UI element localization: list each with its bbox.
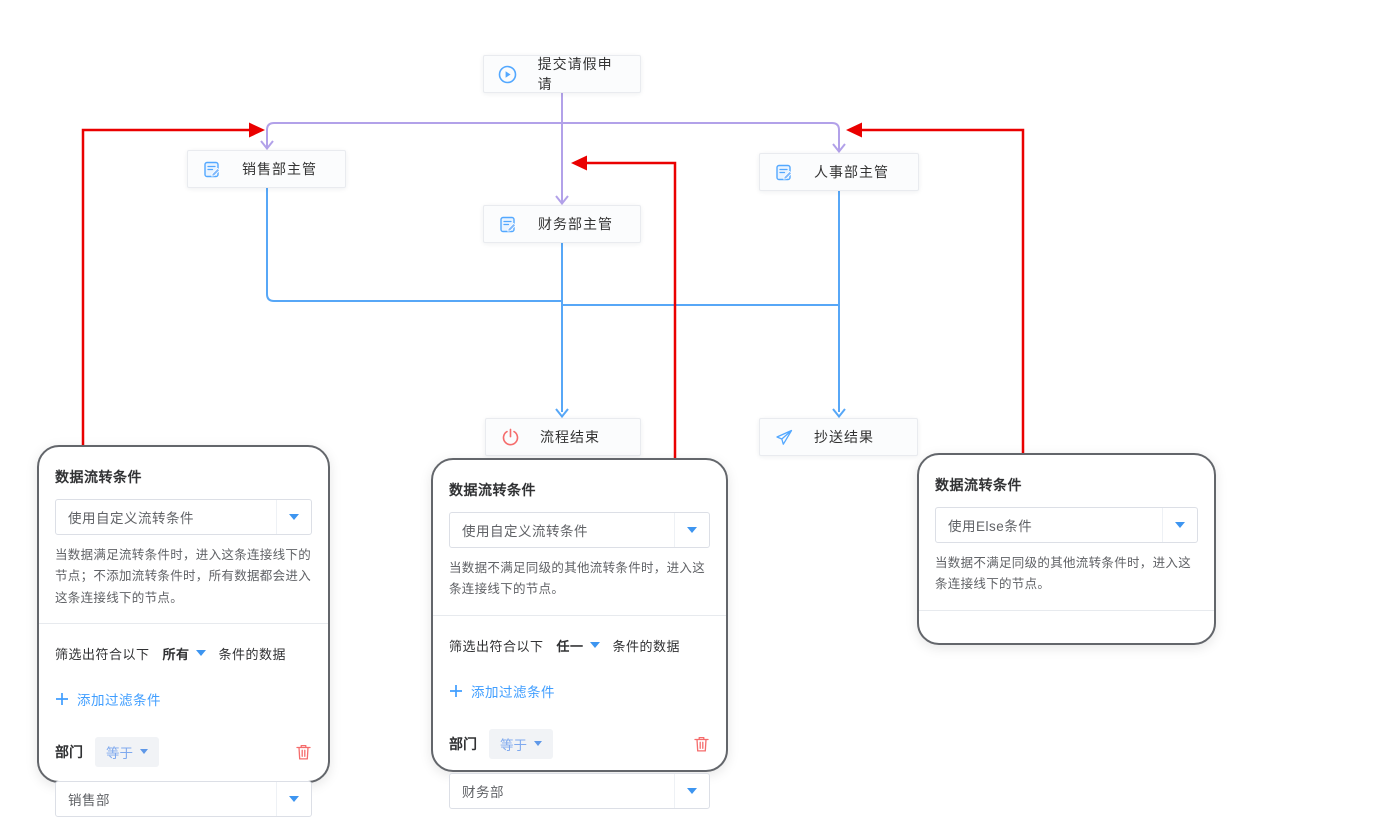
filter-prefix: 筛选出符合以下 (55, 646, 150, 662)
divider (919, 609, 1214, 611)
caret-down-icon (195, 650, 206, 657)
node-label: 销售部主管 (242, 161, 317, 177)
condition-type-value: 使用自定义流转条件 (68, 511, 194, 526)
form-edit-icon (202, 159, 222, 179)
arrowhead-to-cc (832, 408, 846, 419)
panel-empty-area (935, 611, 1198, 649)
condition-row: 部门 等于 (449, 728, 710, 759)
power-icon (500, 427, 520, 447)
filter-match-dropdown[interactable]: 任一 (557, 636, 600, 655)
field-value-select[interactable]: 财务部 (449, 772, 710, 809)
filter-match-row: 筛选出符合以下 所有 条件的数据 (55, 644, 312, 663)
condition-panel-hr: 数据流转条件 使用Else条件 当数据不满足同级的其他流转条件时，进入这条连接线… (917, 453, 1216, 645)
condition-description: 当数据不满足同级的其他流转条件时，进入这条连接线下的节点。 (935, 556, 1192, 592)
operator-dropdown[interactable]: 等于 (489, 728, 553, 759)
caret-down-icon (534, 741, 542, 746)
condition-type-select[interactable]: 使用自定义流转条件 (449, 512, 710, 548)
play-circle-icon (498, 64, 518, 84)
caret-down-icon[interactable] (276, 500, 311, 534)
node-label: 流程结束 (540, 429, 600, 445)
condition-description: 当数据满足流转条件时，进入这条连接线下的节点；不添加流转条件时，所有数据都会进入… (55, 548, 312, 605)
node-cc-result[interactable]: 抄送结果 (759, 418, 918, 456)
condition-type-value: 使用Else条件 (948, 519, 1033, 534)
flow-connectors (81, 93, 1025, 459)
plus-icon (450, 684, 462, 697)
arrowhead-to-end (555, 408, 569, 419)
condition-panel-finance: 数据流转条件 使用自定义流转条件 当数据不满足同级的其他流转条件时，进入这条连接… (431, 458, 728, 809)
node-label: 财务部主管 (538, 216, 613, 232)
red-arrowhead-right (249, 122, 265, 138)
caret-down-icon[interactable] (674, 513, 709, 547)
delete-condition-button[interactable] (295, 743, 312, 761)
trash-icon (694, 736, 709, 752)
field-label: 部门 (449, 735, 477, 752)
node-label: 人事部主管 (814, 164, 889, 180)
divider (39, 622, 328, 624)
caret-down-icon[interactable] (674, 773, 709, 808)
filter-suffix: 条件的数据 (218, 646, 287, 662)
delete-condition-button[interactable] (693, 735, 710, 753)
field-label: 部门 (55, 743, 83, 760)
field-value: 销售部 (68, 792, 110, 808)
selected-connection-hr[interactable] (861, 128, 1025, 454)
node-start[interactable]: 提交请假申请 (483, 55, 641, 93)
condition-type-select[interactable]: 使用Else条件 (935, 507, 1198, 543)
panel-title: 数据流转条件 (55, 469, 142, 485)
node-hr-manager[interactable]: 人事部主管 (759, 153, 919, 191)
node-finance-manager[interactable]: 财务部主管 (483, 205, 641, 243)
operator-dropdown[interactable]: 等于 (95, 736, 159, 767)
condition-description: 当数据不满足同级的其他流转条件时，进入这条连接线下的节点。 (449, 561, 706, 597)
node-label: 提交请假申请 (537, 56, 613, 92)
flow-designer-canvas: 提交请假申请 销售部主管 财务部主管 人事部主管 流程结束 抄送结果 数据流转条… (37, 55, 1216, 817)
send-icon (774, 427, 794, 447)
condition-panel-sales: 数据流转条件 使用自定义流转条件 当数据满足流转条件时，进入这条连接线下的节点；… (37, 445, 330, 817)
add-filter-button[interactable]: 添加过滤条件 (55, 689, 312, 709)
selected-connection-sales[interactable] (81, 128, 250, 446)
panel-title: 数据流转条件 (935, 477, 1022, 493)
field-value: 财务部 (462, 784, 504, 800)
panel-title: 数据流转条件 (449, 482, 536, 498)
connection-sales-to-end[interactable] (266, 188, 562, 302)
caret-down-icon (140, 749, 148, 755)
connection-branch-horizontal[interactable] (266, 122, 840, 150)
node-sales-manager[interactable]: 销售部主管 (187, 150, 346, 188)
filter-suffix: 条件的数据 (612, 638, 681, 654)
caret-down-icon (589, 642, 600, 648)
form-edit-icon (498, 214, 518, 234)
filter-prefix: 筛选出符合以下 (449, 638, 544, 654)
red-arrowhead-left-hr (846, 122, 862, 138)
plus-icon (56, 692, 68, 705)
divider (433, 614, 726, 616)
add-filter-button[interactable]: 添加过滤条件 (449, 681, 710, 701)
arrowhead-to-hr (832, 143, 846, 154)
condition-row: 部门 等于 (55, 736, 312, 767)
filter-match-dropdown[interactable]: 所有 (163, 644, 206, 663)
node-label: 抄送结果 (814, 429, 874, 445)
condition-type-value: 使用自定义流转条件 (462, 524, 588, 539)
arrowhead-to-sales (260, 140, 274, 151)
form-edit-icon (774, 162, 794, 182)
condition-type-select[interactable]: 使用自定义流转条件 (55, 499, 312, 535)
caret-down-icon[interactable] (276, 781, 311, 816)
field-value-select[interactable]: 销售部 (55, 780, 312, 817)
node-process-end[interactable]: 流程结束 (485, 418, 641, 456)
trash-icon (296, 744, 311, 760)
caret-down-icon[interactable] (1162, 508, 1197, 542)
red-arrowhead-left-finance (571, 155, 587, 171)
selected-connection-finance[interactable] (586, 161, 677, 459)
arrowhead-to-finance (555, 195, 569, 206)
filter-match-row: 筛选出符合以下 任一 条件的数据 (449, 636, 710, 655)
